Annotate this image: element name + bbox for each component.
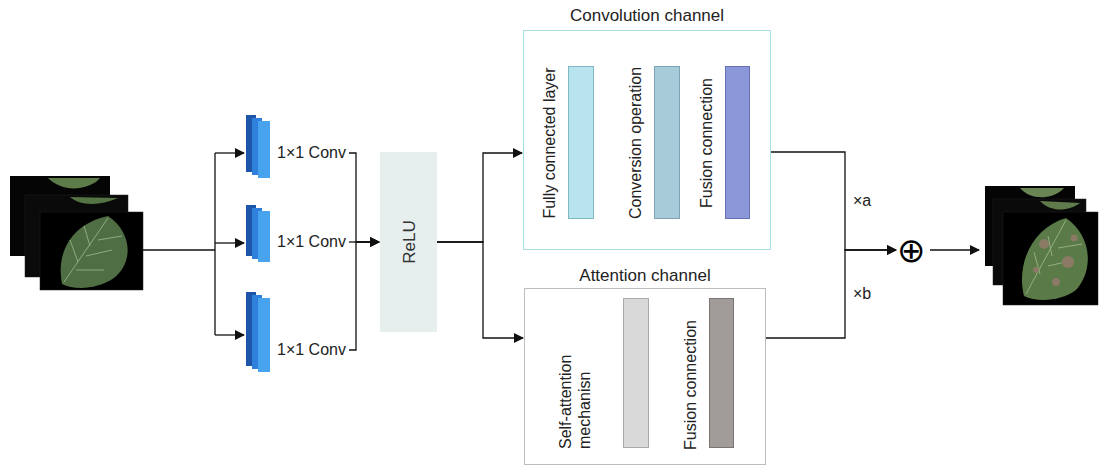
layer-bar: Self-attention mechanisn xyxy=(623,298,649,448)
image-frame xyxy=(1003,212,1098,305)
leaf-shape xyxy=(1040,201,1080,210)
connector xyxy=(771,152,896,250)
node-label: 1×1 Conv xyxy=(277,341,346,359)
node-label: Conversion operation xyxy=(626,67,645,219)
sum-glyph: ⊕ xyxy=(897,233,926,267)
conv-slab xyxy=(258,121,270,178)
arrow xyxy=(215,152,244,153)
input-split-arrows xyxy=(143,153,244,335)
conv-block-symbol xyxy=(246,292,272,372)
leaf-veins xyxy=(64,218,122,282)
arrow xyxy=(215,242,244,243)
connector xyxy=(349,242,379,350)
node-label: Fusion connection xyxy=(697,78,716,208)
layer-bar: Fusion connection xyxy=(725,66,750,219)
conv-block: 1×1 Conv xyxy=(246,115,349,178)
activation-box: ReLU xyxy=(380,152,437,332)
output-arrow xyxy=(930,249,979,250)
leaf-shape xyxy=(70,197,118,204)
channel-panel: Attention channelSelf-attention mechanis… xyxy=(524,288,766,465)
input-leaf-images xyxy=(10,176,143,290)
conv-block: 1×1 Conv xyxy=(246,205,349,262)
panel-title: Convolution channel xyxy=(524,6,770,26)
channel-panel: Convolution channelFully connected layer… xyxy=(523,30,771,250)
conv-slab xyxy=(258,298,270,372)
node-label: 1×1 Conv xyxy=(277,144,346,162)
edge-label: ×a xyxy=(852,191,872,211)
wire xyxy=(214,153,215,335)
leaf-shape xyxy=(1022,218,1088,300)
edge-label: ×b xyxy=(852,284,872,304)
layer-bar: Conversion operation xyxy=(654,66,680,219)
wire xyxy=(143,249,215,250)
node-label: 1×1 Conv xyxy=(277,233,346,251)
arrow xyxy=(215,334,244,335)
node-label: Fully connected layer xyxy=(540,67,559,218)
connector xyxy=(437,153,522,242)
conv-slab xyxy=(258,211,270,262)
connector xyxy=(437,242,523,338)
leaf-shape xyxy=(48,178,100,188)
disease-spots xyxy=(1033,235,1078,287)
connector xyxy=(766,250,896,338)
node-label: ReLU xyxy=(399,220,418,263)
conv-block-symbol xyxy=(246,115,272,178)
leaf-veins xyxy=(1026,220,1082,294)
layer-bar: Fusion connection xyxy=(709,298,734,448)
output-leaf-images xyxy=(985,186,1098,305)
leaf-shape xyxy=(61,216,128,288)
image-frame xyxy=(40,212,143,290)
leaf-shape xyxy=(1020,188,1064,197)
node-label: Self-attention mechanisn xyxy=(556,329,594,449)
conv-block-symbol xyxy=(246,205,272,262)
conv-block: 1×1 Conv xyxy=(246,292,349,372)
layer-bar: Fully connected layer xyxy=(568,66,594,219)
sum-symbol: ⊕ xyxy=(897,233,926,267)
node-label: Fusion connection xyxy=(681,320,700,450)
connector xyxy=(349,153,379,242)
panel-title: Attention channel xyxy=(525,266,765,286)
